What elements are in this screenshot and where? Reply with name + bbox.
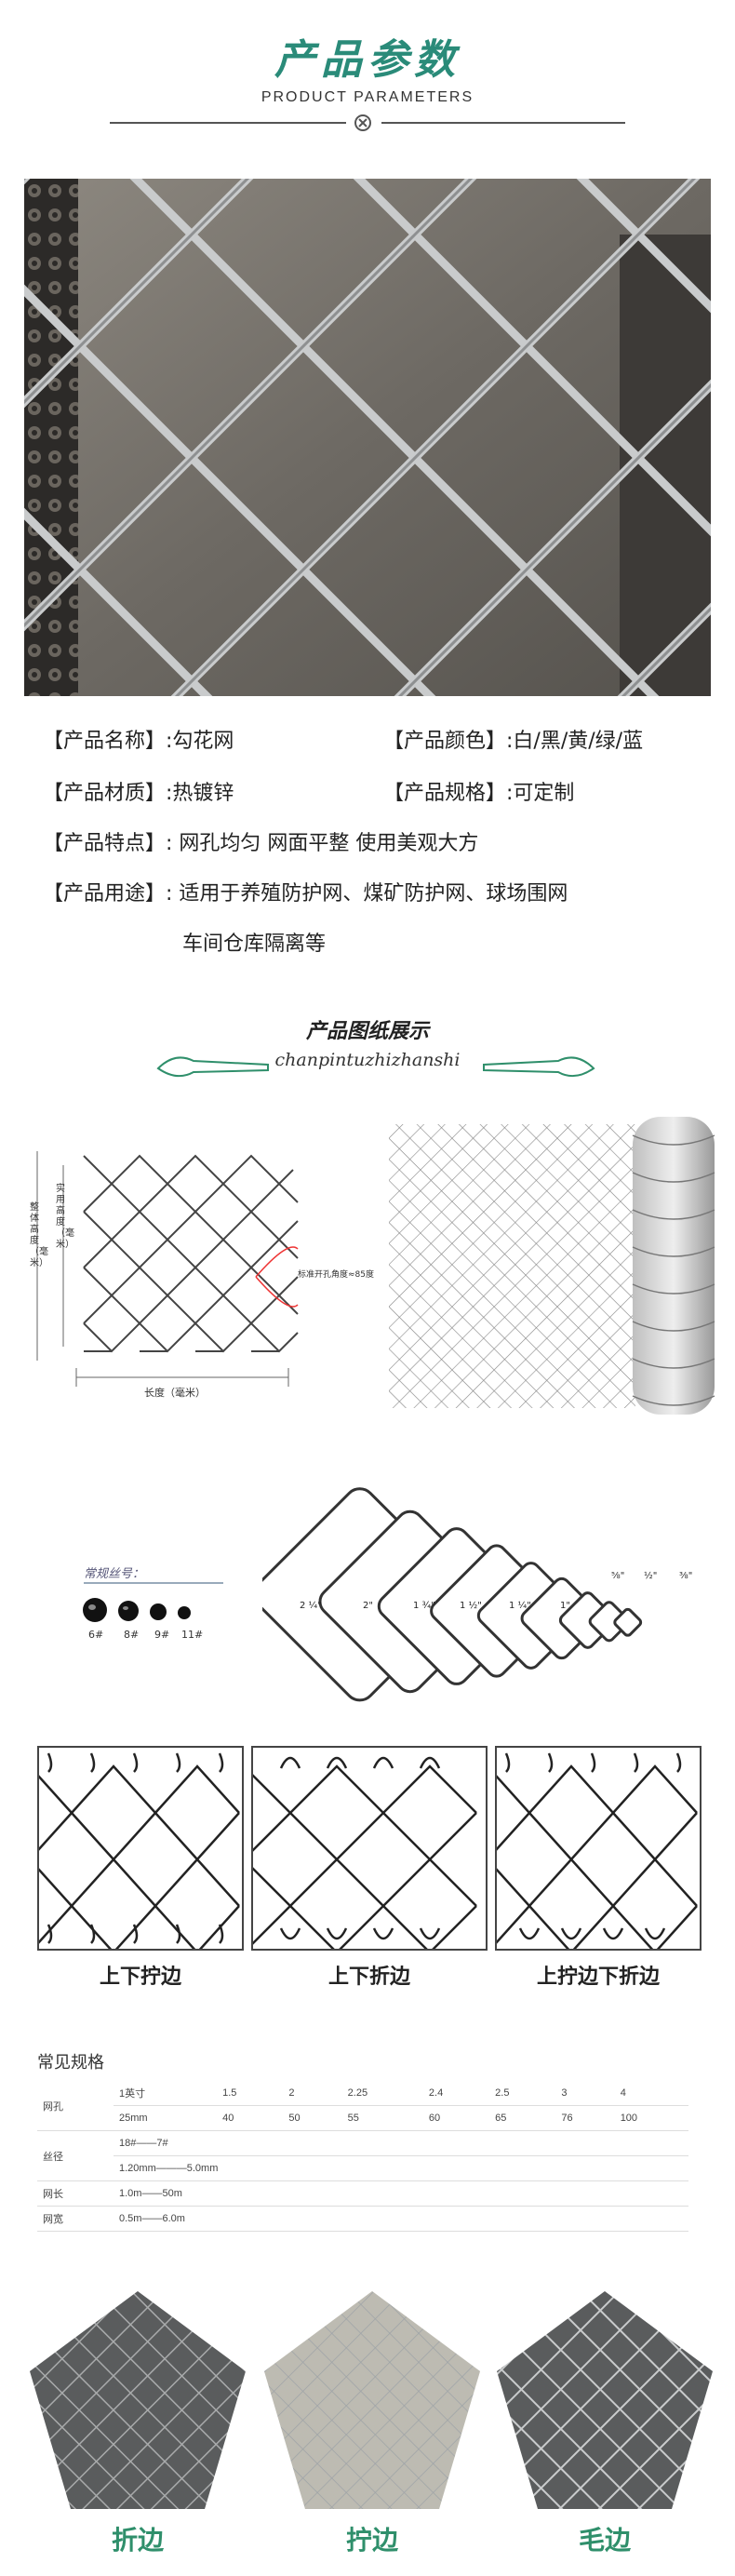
spec-color-row: 【产品颜色】:白/黑/黄/绿/蓝 bbox=[383, 724, 643, 754]
edge-photo-gallery bbox=[28, 2289, 716, 2513]
table-cell: 4 bbox=[614, 2081, 688, 2106]
gallery-caption: 拧边 bbox=[345, 2525, 398, 2556]
page-subtitle: PRODUCT PARAMETERS bbox=[261, 89, 474, 105]
table-cell: 2 bbox=[283, 2081, 342, 2106]
table-row: 网孔 1英寸 1.5 2 2.25 2.4 2.5 3 4 bbox=[37, 2081, 688, 2131]
gallery-caption: 折边 bbox=[111, 2525, 164, 2556]
table-cell: 2.5 bbox=[489, 2081, 556, 2106]
spec-usage-row: 【产品用途】: 适用于养殖防护网、煤矿防护网、球场围网 bbox=[43, 877, 568, 906]
table-cell: 1.0m——50m bbox=[114, 2180, 688, 2207]
table-cell: 40 bbox=[217, 2105, 284, 2131]
mesh-size-label: ⅜" bbox=[679, 1571, 693, 1581]
table-cell: 100 bbox=[614, 2105, 688, 2131]
edge-twisted-both bbox=[29, 1746, 244, 1954]
table-cell: 1英寸 bbox=[114, 2081, 218, 2106]
pointing-hand-left-icon bbox=[156, 1050, 277, 1087]
table-cell: 60 bbox=[422, 2105, 490, 2131]
edge-knuckled-both bbox=[243, 1746, 488, 1954]
mesh-roll-image bbox=[389, 1117, 724, 1419]
table-row: 网长 1.0m——50m bbox=[37, 2180, 688, 2207]
row-label: 网孔 bbox=[37, 2081, 114, 2131]
mesh-size-label: 1 ½" bbox=[460, 1601, 482, 1611]
table-cell: 1.20mm———5.0mm bbox=[114, 2155, 688, 2181]
drawings-header: 产品图纸展示 chanpintuzhizhanshi bbox=[0, 1014, 735, 1070]
gauge-11: 11# bbox=[181, 1629, 204, 1641]
spec-label: 【产品规格】 bbox=[383, 782, 507, 805]
dim-total-height-label: 整体高度（毫米） bbox=[30, 1202, 48, 1268]
edge-caption: 上拧边下折边 bbox=[536, 1966, 660, 1989]
spec-label: 【产品特点】 bbox=[43, 832, 167, 855]
spec-value: :勾花网 bbox=[166, 730, 234, 753]
gallery-caption: 毛边 bbox=[578, 2525, 631, 2556]
mesh-size-label: 1" bbox=[560, 1601, 570, 1611]
spec-label: 【产品材质】 bbox=[43, 782, 167, 805]
spec-name-row: 【产品名称】:勾花网 bbox=[43, 724, 234, 754]
mesh-size-label: ⅝" bbox=[611, 1571, 625, 1581]
table-cell: 1.5 bbox=[217, 2081, 284, 2106]
spec-table: 网孔 1英寸 1.5 2 2.25 2.4 2.5 3 4 25mm 40 50… bbox=[37, 2081, 688, 2232]
edge-twisted-knuckled bbox=[487, 1746, 702, 1954]
wire-gauge-underline bbox=[84, 1582, 223, 1584]
table-cell: 0.5m——6.0m bbox=[114, 2206, 688, 2232]
row-label: 丝径 bbox=[37, 2130, 114, 2181]
title-divider-left bbox=[110, 122, 346, 124]
spec-material-row: 【产品材质】:热镀锌 bbox=[43, 776, 234, 806]
edge-caption: 上下折边 bbox=[327, 1966, 410, 1989]
spec-value: :白/黑/黄/绿/蓝 bbox=[506, 730, 644, 753]
close-icon bbox=[354, 114, 371, 131]
title-divider-right bbox=[381, 122, 625, 124]
table-cell: 18#——7# bbox=[114, 2130, 688, 2156]
table-title: 常见规格 bbox=[37, 2053, 104, 2073]
gauge-6: 6# bbox=[88, 1629, 104, 1641]
dim-angle-label: 标准开孔角度≈85度 bbox=[298, 1270, 374, 1280]
table-row: 丝径 18#——7# bbox=[37, 2130, 688, 2181]
table-cell: 3 bbox=[555, 2081, 615, 2106]
mesh-size-diagram: 2 ¼" 2" 1 ¾" 1 ½" 1 ¼" 1" ⅝" ½" ⅜" bbox=[252, 1461, 728, 1750]
dim-length-label: 长度（毫米） bbox=[144, 1387, 206, 1399]
table-row: 25mm 40 50 55 60 65 76 100 bbox=[37, 2105, 688, 2131]
mesh-size-label: 1 ¼" bbox=[509, 1601, 531, 1611]
spec-value: : 网孔均匀 网面平整 使用美观大方 bbox=[166, 832, 479, 855]
spec-label: 【产品用途】 bbox=[43, 882, 167, 906]
dim-usable-height-label: 实用高度（毫米） bbox=[56, 1184, 74, 1250]
mesh-size-label: 2" bbox=[363, 1601, 373, 1611]
wire-gauge-circles bbox=[82, 1597, 221, 1623]
row-label: 网宽 bbox=[37, 2206, 114, 2232]
mesh-size-label: 2 ¼" bbox=[300, 1601, 322, 1611]
product-photo bbox=[24, 179, 711, 696]
page-title: 产品参数 bbox=[274, 36, 461, 84]
spec-value: :热镀锌 bbox=[166, 782, 234, 805]
gauge-9: 9# bbox=[154, 1629, 170, 1641]
spec-value: :可定制 bbox=[506, 782, 575, 805]
spec-usage-continued: 车间仓库隔离等 bbox=[182, 932, 327, 956]
table-cell: 25mm bbox=[114, 2105, 218, 2131]
spec-label: 【产品名称】 bbox=[43, 730, 167, 753]
table-cell: 2.25 bbox=[341, 2081, 423, 2106]
table-row: 1.20mm———5.0mm bbox=[37, 2155, 688, 2181]
table-row: 网宽 0.5m——6.0m bbox=[37, 2206, 688, 2232]
table-cell: 65 bbox=[489, 2105, 556, 2131]
table-cell: 76 bbox=[555, 2105, 615, 2131]
mesh-size-label: 1 ¾" bbox=[413, 1601, 435, 1611]
drawings-subtitle: chanpintuzhizhanshi bbox=[274, 1050, 461, 1070]
spec-label: 【产品颜色】 bbox=[383, 730, 507, 753]
table-cell: 50 bbox=[283, 2105, 342, 2131]
gauge-8: 8# bbox=[124, 1629, 140, 1641]
edge-caption: 上下拧边 bbox=[99, 1966, 181, 1989]
table-cell: 2.4 bbox=[422, 2081, 490, 2106]
table-cell: 55 bbox=[341, 2105, 423, 2131]
spec-feature-row: 【产品特点】: 网孔均匀 网面平整 使用美观大方 bbox=[43, 826, 478, 856]
spec-value: : 适用于养殖防护网、煤矿防护网、球场围网 bbox=[166, 882, 568, 906]
spec-size-row: 【产品规格】:可定制 bbox=[383, 776, 574, 806]
dimension-diagram: 整体高度（毫米） 实用高度（毫米） 长度（毫米） 标准开孔角度≈85度 bbox=[19, 1137, 374, 1416]
pointing-hand-right-icon bbox=[474, 1050, 595, 1087]
row-label: 网长 bbox=[37, 2180, 114, 2207]
drawings-title: 产品图纸展示 bbox=[305, 1019, 429, 1043]
wire-gauge-title: 常规丝号： bbox=[84, 1567, 145, 1581]
mesh-size-label: ½" bbox=[644, 1571, 658, 1581]
